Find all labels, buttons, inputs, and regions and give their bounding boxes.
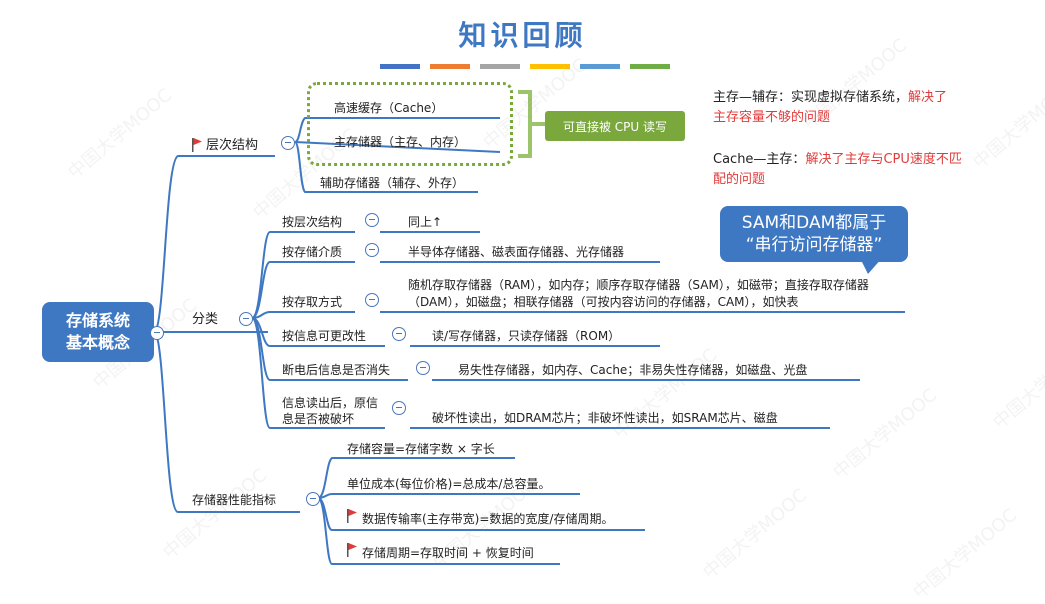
- title-bar-segment: [480, 64, 520, 69]
- page-title: 知识回顾: [458, 19, 587, 52]
- title-bar-segment: [380, 64, 420, 69]
- classification-collapse-icon[interactable]: [239, 312, 253, 326]
- class-row-label[interactable]: 按层次结构: [282, 215, 343, 229]
- title-bar-segment: [580, 64, 620, 69]
- sam-dam-callout: SAM和DAM都属于 “串行访问存储器”: [720, 206, 908, 262]
- cpu-access-group-box: [307, 82, 513, 166]
- central-node-line1: 存储系统: [65, 311, 130, 330]
- central-node[interactable]: 存储系统 基本概念: [42, 302, 154, 362]
- note-main-aux-highlight: 解决了主存容量不够的问题: [713, 90, 948, 125]
- class-row-label[interactable]: 按信息可更改性: [282, 329, 367, 343]
- mind-map-connectors: [153, 90, 905, 565]
- performance-item[interactable]: 数据传输率(主存带宽)=数据的宽度/存储周期。: [362, 512, 614, 526]
- class-row-detail: 读/写存储器，只读存储器（ROM）: [432, 329, 621, 343]
- class-row-detail: 半导体存储器、磁表面存储器、光存储器: [408, 245, 625, 259]
- central-collapse-icon[interactable]: [150, 326, 164, 340]
- class-row-collapse-icon[interactable]: [392, 327, 406, 341]
- class-row-collapse-icon[interactable]: [365, 213, 379, 227]
- hierarchy-item-cache[interactable]: 高速缓存（Cache）: [334, 101, 444, 115]
- hierarchy-item-main-memory[interactable]: 主存储器（主存、内存）: [334, 135, 467, 149]
- class-row-collapse-icon[interactable]: [365, 293, 379, 307]
- class-row-label[interactable]: 断电后信息是否消失: [282, 363, 391, 377]
- class-row-detail: 同上↑: [408, 215, 443, 229]
- callout-tail: [860, 258, 882, 274]
- branch-classification-label[interactable]: 分类: [192, 312, 219, 327]
- class-row-collapse-icon[interactable]: [392, 401, 406, 415]
- branch-performance-label[interactable]: 存储器性能指标: [192, 493, 277, 507]
- class-row-collapse-icon[interactable]: [416, 361, 430, 375]
- central-node-line2: 基本概念: [65, 333, 130, 352]
- cpu-access-label: 可直接被 CPU 读写: [545, 111, 685, 141]
- title-bar-segment: [630, 64, 670, 69]
- note-main-aux-text: 主存—辅存：实现虚拟存储系统，: [713, 90, 909, 105]
- callout-line1: SAM和DAM都属于: [741, 213, 887, 233]
- performance-item[interactable]: 存储容量=存储字数 × 字长: [347, 442, 495, 456]
- title-bar-segment: [430, 64, 470, 69]
- callout-line2: “串行访问存储器”: [745, 235, 883, 255]
- class-row-collapse-icon[interactable]: [365, 243, 379, 257]
- branch-hierarchy-label[interactable]: 层次结构: [206, 138, 259, 153]
- class-row-label[interactable]: 按存取方式: [282, 295, 343, 309]
- class-row-detail: 破坏性读出，如DRAM芯片；非破坏性读出，如SRAM芯片、磁盘: [432, 411, 778, 425]
- class-row-label[interactable]: 按存储介质: [282, 245, 343, 259]
- class-row-detail: 随机存取存储器（RAM），如内存；顺序存取存储器（SAM），如磁带；直接存取存储…: [408, 278, 869, 309]
- class-row-label[interactable]: 信息读出后，原信息是否被破坏: [282, 396, 379, 426]
- note-cache-main-highlight: 解决了主存与CPU速度不匹配的问题: [713, 152, 962, 187]
- note-cache-main: Cache—主存：解决了主存与CPU速度不匹配的问题: [713, 150, 965, 190]
- note-main-aux: 主存—辅存：实现虚拟存储系统，解决了主存容量不够的问题: [713, 88, 958, 128]
- class-row-detail: 易失性存储器，如内存、Cache；非易失性存储器，如磁盘、光盘: [458, 363, 808, 377]
- hierarchy-collapse-icon[interactable]: [281, 136, 295, 150]
- performance-item[interactable]: 存储周期=存取时间 + 恢复时间: [362, 546, 534, 560]
- hierarchy-item-auxiliary-memory[interactable]: 辅助存储器（辅存、外存）: [320, 176, 465, 190]
- performance-collapse-icon[interactable]: [306, 492, 320, 506]
- title-bar-segment: [530, 64, 570, 69]
- note-cache-main-text: Cache—主存：: [713, 152, 806, 167]
- performance-item[interactable]: 单位成本(每位价格)=总成本/总容量。: [347, 477, 551, 491]
